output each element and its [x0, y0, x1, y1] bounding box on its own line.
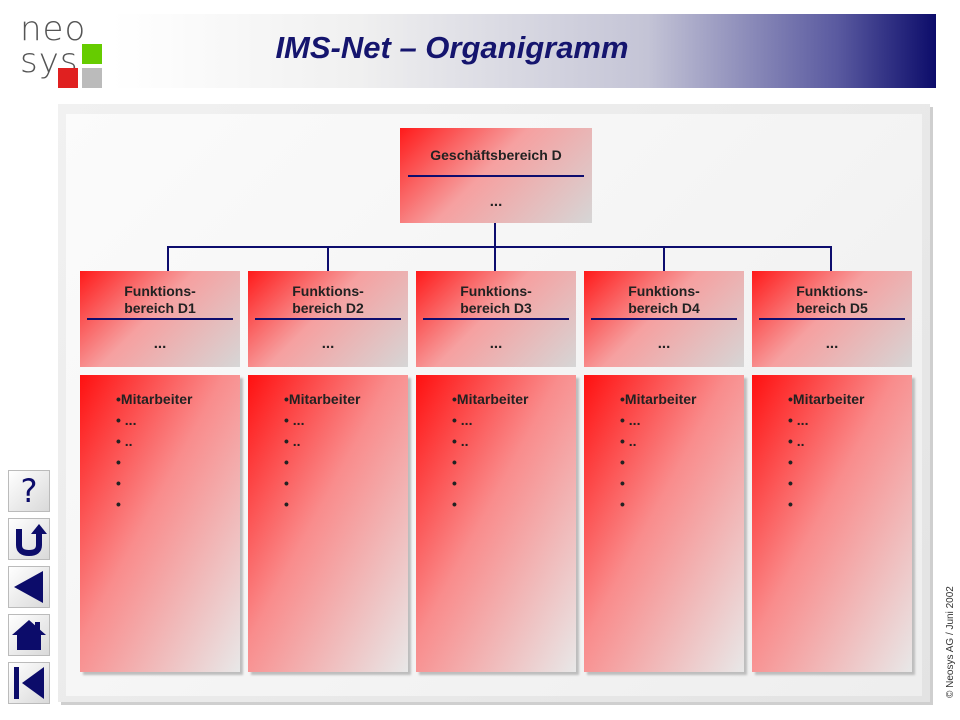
function-box-content: ...: [321, 335, 335, 352]
staff-item: •: [116, 454, 121, 470]
connector-top-vertical: [494, 223, 496, 247]
connector-d5: [830, 246, 832, 272]
staff-item: •Mitarbeiter: [620, 391, 697, 407]
staff-column-d2: •Mitarbeiter • ... • .. • • •: [248, 375, 408, 672]
staff-column-d3: •Mitarbeiter • ... • .. • • •: [416, 375, 576, 672]
function-box-title: Funktions-bereich D3: [460, 283, 532, 316]
staff-column-d4: •Mitarbeiter • ... • .. • • •: [584, 375, 744, 672]
staff-column-d5: •Mitarbeiter • ... • .. • • •: [752, 375, 912, 672]
staff-item: • ...: [116, 412, 137, 428]
connector-d3: [494, 246, 496, 272]
staff-item: •Mitarbeiter: [284, 391, 361, 407]
function-box-content: ...: [825, 335, 839, 352]
connector-d2: [327, 246, 329, 272]
staff-item: • ...: [788, 412, 809, 428]
staff-item: • ..: [452, 433, 469, 449]
function-box-d5: Funktions-bereich D5 ...: [752, 271, 912, 367]
staff-item: •Mitarbeiter: [788, 391, 865, 407]
function-box-title: Funktions-bereich D1: [124, 283, 196, 316]
staff-item: •: [788, 454, 793, 470]
u-turn-return-icon: [16, 524, 47, 557]
business-unit-content: ...: [489, 193, 503, 210]
previous-button[interactable]: [8, 566, 50, 608]
logo-green-square: [82, 44, 102, 64]
connector-horizontal: [167, 246, 832, 248]
function-box-rule: [87, 318, 233, 320]
staff-item: •: [452, 475, 457, 491]
staff-item: •: [620, 496, 625, 512]
staff-item: • ..: [284, 433, 301, 449]
home-icon: [12, 620, 46, 650]
triangle-left-icon: [14, 571, 43, 603]
staff-item: •: [284, 475, 289, 491]
staff-column-d1: •Mitarbeiter • ... • .. • • •: [80, 375, 240, 672]
staff-list: •Mitarbeiter • ... • .. • • •: [620, 390, 696, 516]
staff-item: •: [284, 454, 289, 470]
staff-item: • ..: [620, 433, 637, 449]
function-box-d1: Funktions-bereich D1 ...: [80, 271, 240, 367]
function-box-content: ...: [153, 335, 167, 352]
neosys-logo: neo sys: [6, 6, 110, 90]
help-button[interactable]: ?: [8, 470, 50, 512]
staff-item: • ...: [284, 412, 305, 428]
staff-list: •Mitarbeiter • ... • .. • • •: [284, 390, 360, 516]
function-box-rule: [423, 318, 569, 320]
page-title: IMS-Net – Organigramm: [275, 30, 629, 65]
staff-item: •Mitarbeiter: [116, 391, 193, 407]
function-box-d3: Funktions-bereich D3 ...: [416, 271, 576, 367]
logo-red-square: [58, 68, 78, 88]
logo-grey-square: [82, 68, 102, 88]
staff-item: •: [788, 496, 793, 512]
connector-d4: [663, 246, 665, 272]
staff-item: •: [620, 475, 625, 491]
logo-text-neo: neo: [20, 9, 87, 49]
copyright-text: © Neosys AG / Juni 2002: [945, 586, 956, 698]
business-unit-title: Geschäftsbereich D: [430, 147, 562, 163]
staff-item: •: [116, 496, 121, 512]
business-unit-rule: [408, 175, 584, 177]
staff-item: • ...: [452, 412, 473, 428]
function-box-d4: Funktions-bereich D4 ...: [584, 271, 744, 367]
staff-list: •Mitarbeiter • ... • .. • • •: [788, 390, 864, 516]
function-box-title: Funktions-bereich D4: [628, 283, 700, 316]
function-box-d2: Funktions-bereich D2 ...: [248, 271, 408, 367]
back-button[interactable]: [8, 518, 50, 560]
function-box-rule: [591, 318, 737, 320]
staff-item: • ..: [116, 433, 133, 449]
question-mark-icon: ?: [20, 472, 38, 510]
staff-item: •: [452, 496, 457, 512]
first-page-button[interactable]: [8, 662, 50, 704]
function-box-content: ...: [657, 335, 671, 352]
staff-list: •Mitarbeiter • ... • .. • • •: [116, 390, 192, 516]
staff-item: •: [788, 475, 793, 491]
title-bar: IMS-Net – Organigramm: [112, 14, 936, 88]
staff-item: •Mitarbeiter: [452, 391, 529, 407]
staff-item: •: [284, 496, 289, 512]
staff-list: •Mitarbeiter • ... • .. • • •: [452, 390, 528, 516]
staff-item: •: [116, 475, 121, 491]
function-box-title: Funktions-bereich D5: [796, 283, 868, 316]
staff-item: •: [620, 454, 625, 470]
function-box-content: ...: [489, 335, 503, 352]
staff-item: •: [452, 454, 457, 470]
function-box-title: Funktions-bereich D2: [292, 283, 364, 316]
home-button[interactable]: [8, 614, 50, 656]
function-box-rule: [759, 318, 905, 320]
staff-item: • ..: [788, 433, 805, 449]
connector-d1: [167, 246, 169, 272]
skip-to-start-icon: [14, 667, 44, 699]
business-unit-box: Geschäftsbereich D ...: [400, 128, 592, 223]
function-box-rule: [255, 318, 401, 320]
staff-item: • ...: [620, 412, 641, 428]
